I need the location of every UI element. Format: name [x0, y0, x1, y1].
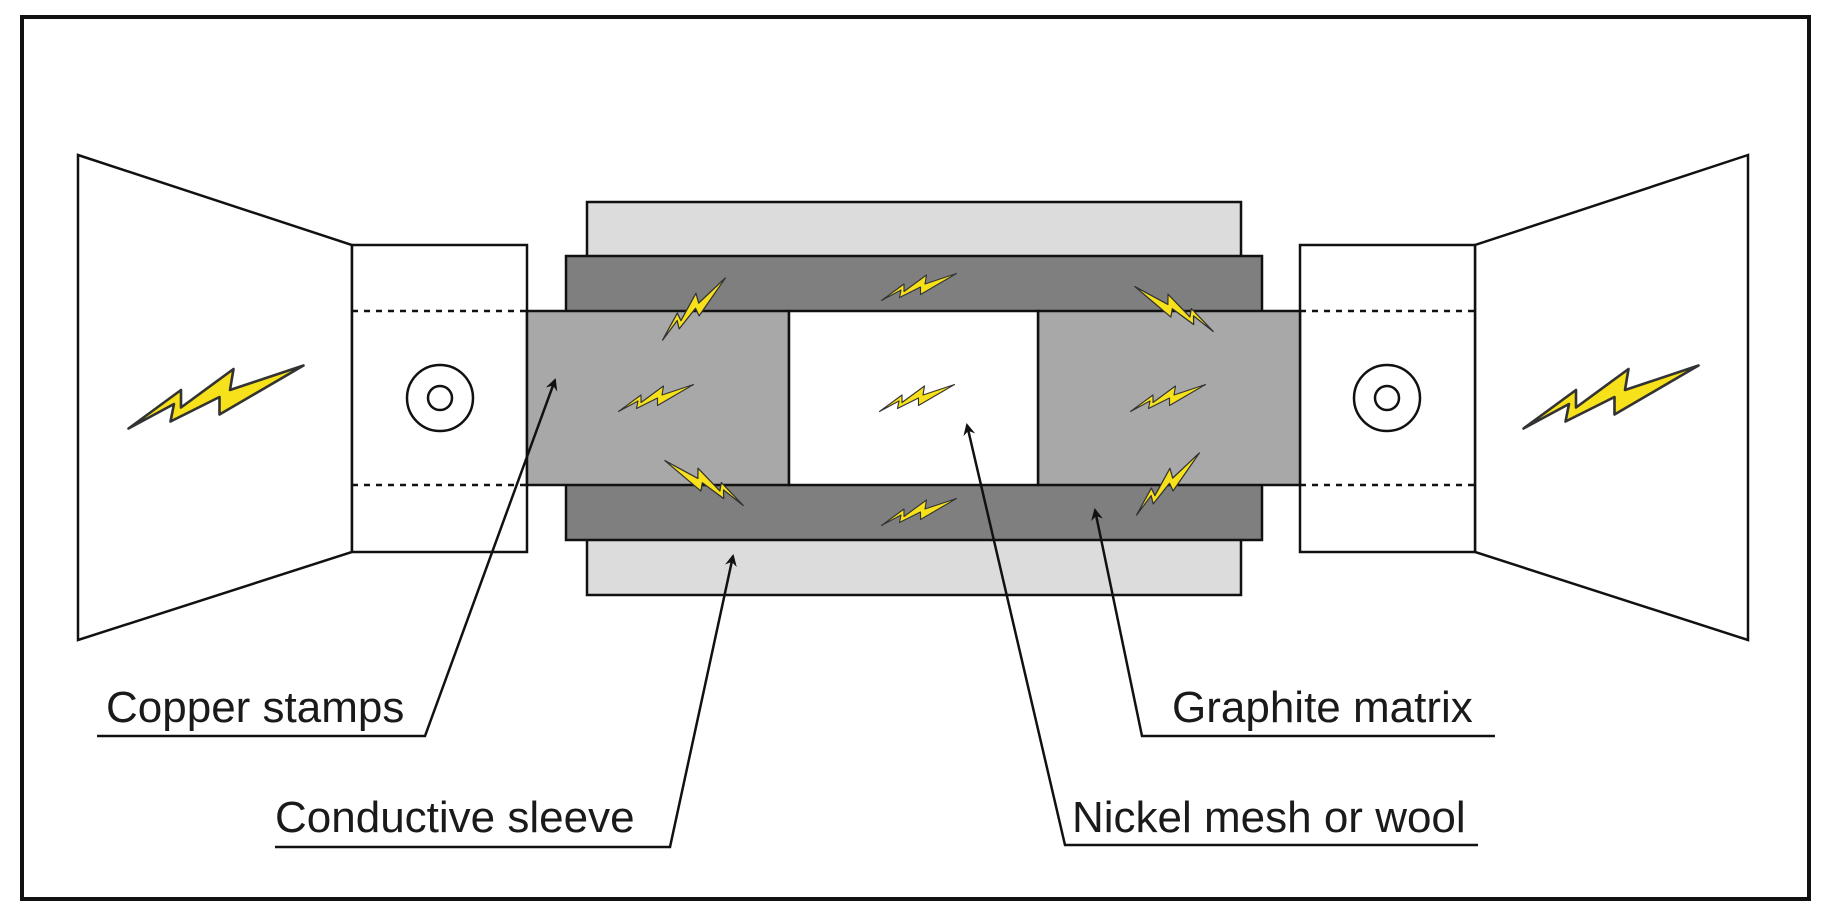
pointer-arrow-icon: [97, 378, 558, 738]
copper-stamps-label: Copper stamps: [106, 683, 405, 732]
pointer-arrows: [97, 378, 1495, 849]
conductive-sleeve-label: Conductive sleeve: [275, 793, 635, 842]
left-copper-stamp: [525, 309, 791, 487]
pointer-arrow-icon: [1091, 508, 1495, 738]
electrode-terminal-icon: [405, 363, 475, 433]
nickel-mesh-label: Nickel mesh or wool: [1072, 793, 1466, 842]
graphite-matrix-label: Graphite matrix: [1172, 683, 1473, 732]
pointer-arrow-icon: [963, 423, 1478, 847]
pointer-arrow-icon: [275, 554, 737, 849]
electrode-terminal-icon: [1352, 363, 1422, 433]
